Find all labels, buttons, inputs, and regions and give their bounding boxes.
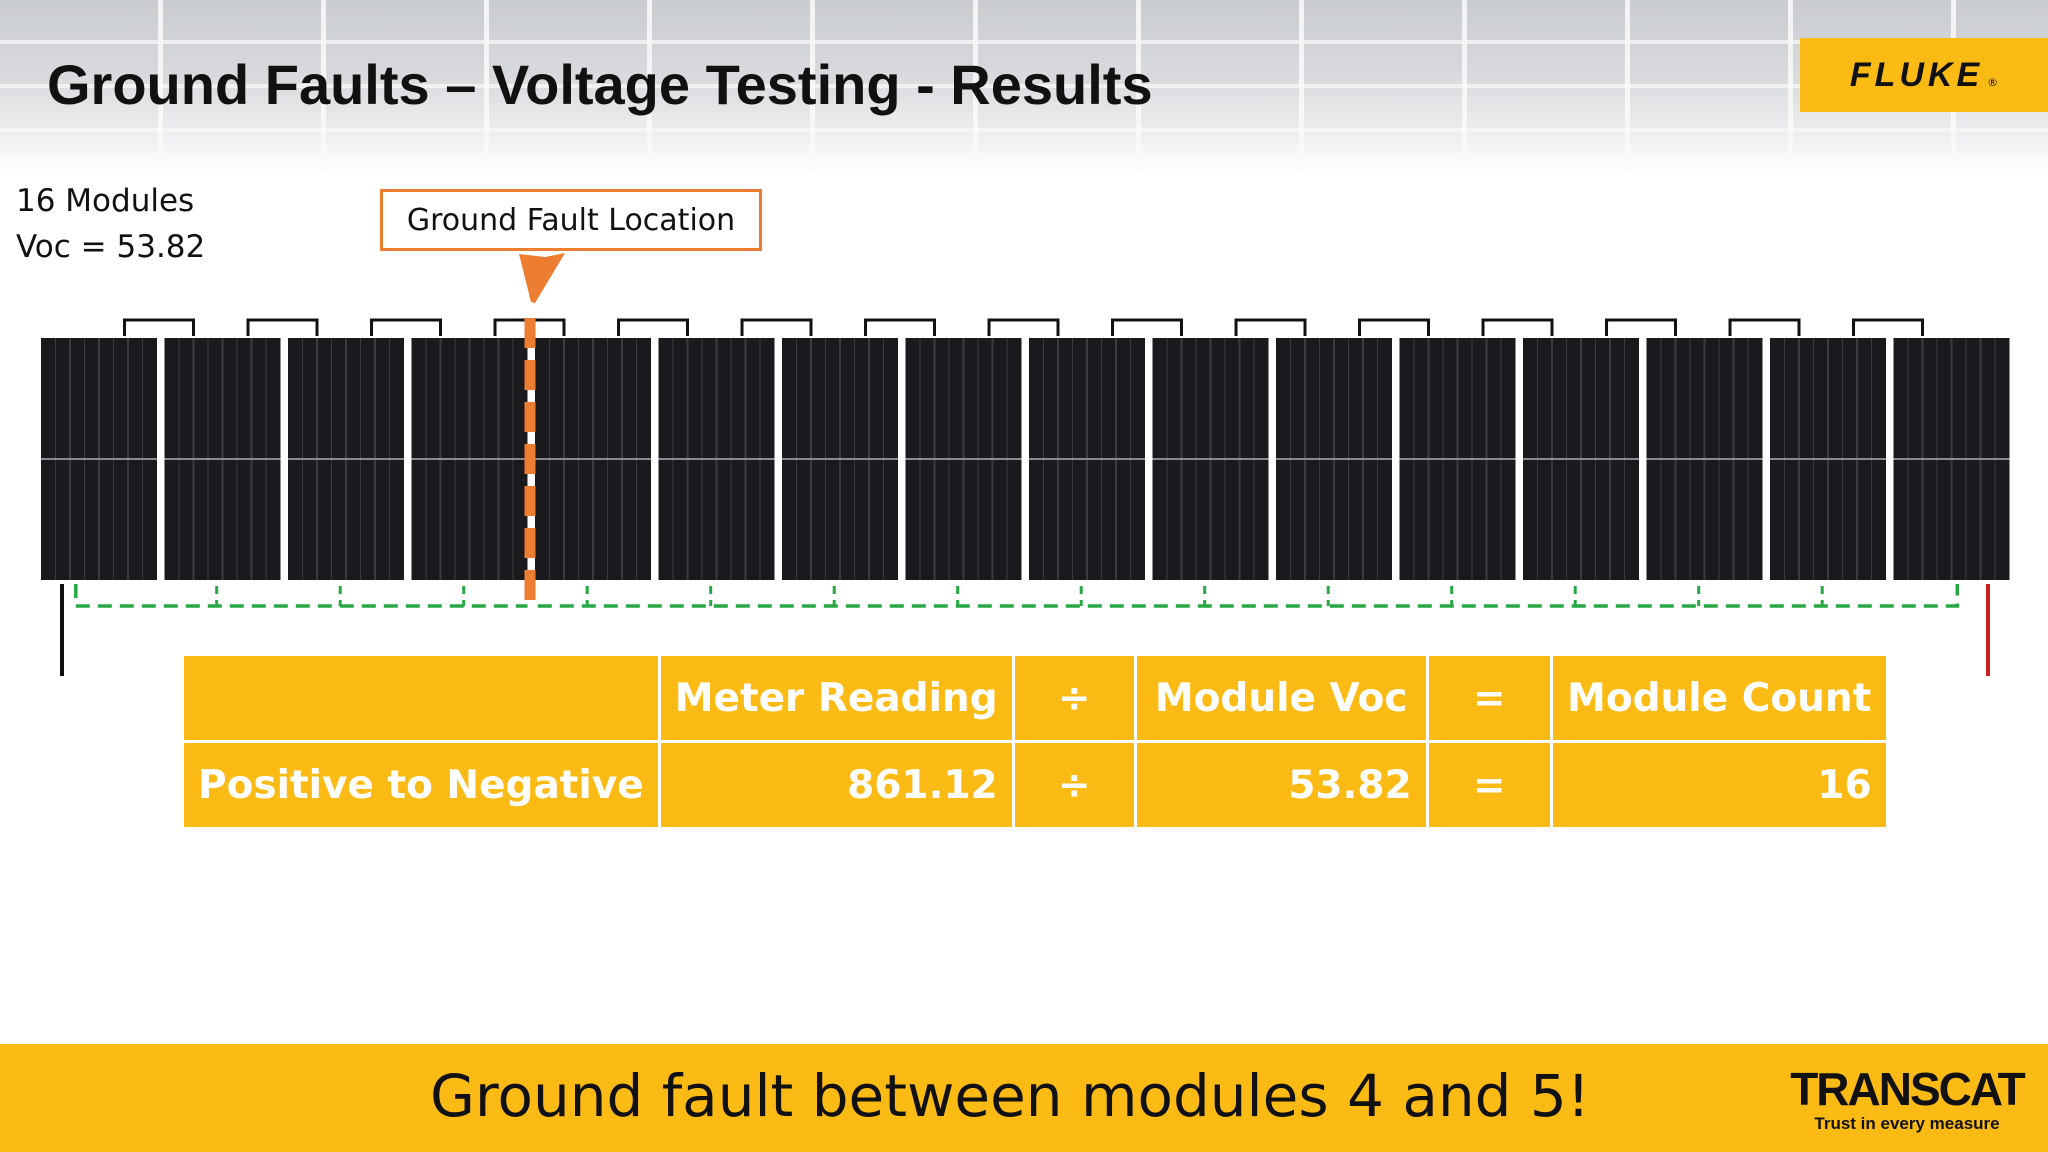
solar-module	[535, 338, 651, 580]
slide-title: Ground Faults – Voltage Testing - Result…	[47, 53, 1153, 116]
series-connector	[1358, 318, 1430, 336]
table-header-row: Meter Reading ÷ Module Voc = Module Coun…	[181, 653, 1889, 743]
solar-module	[1152, 338, 1269, 580]
module-count-value: 16	[1549, 740, 1889, 830]
modules-count-label: 16 Modules	[16, 183, 195, 219]
header-cell-module-count: Module Count	[1549, 653, 1889, 743]
fluke-logo: FLUKE ®	[1800, 38, 2048, 112]
solar-module	[782, 338, 898, 580]
series-connector	[1728, 318, 1801, 336]
series-connector	[1111, 318, 1183, 336]
divide-operator: ÷	[1011, 740, 1137, 830]
header-cell-divide: ÷	[1011, 653, 1137, 743]
series-connector	[987, 318, 1060, 336]
string-info: 16 Modules Voc = 53.82	[16, 178, 205, 270]
header-cell-meter-reading: Meter Reading	[657, 653, 1015, 743]
series-connector	[1481, 318, 1554, 336]
module-array	[41, 338, 2010, 580]
series-connector	[1852, 318, 1924, 336]
module-voc-value: 53.82	[1133, 740, 1429, 830]
fluke-logo-mark: ®	[1987, 75, 1999, 89]
fault-arrow-icon	[519, 253, 565, 303]
header-cell-module-voc: Module Voc	[1133, 653, 1429, 743]
transcat-logo-tagline: Trust in every measure	[1814, 1114, 2000, 1133]
series-connector	[864, 318, 936, 336]
solar-module	[1029, 338, 1145, 580]
measurement-path	[74, 584, 1960, 608]
transcat-logo: TRANSCAT Trust in every measure	[1782, 1064, 2032, 1140]
solar-module	[1770, 338, 1886, 580]
solar-module	[41, 338, 157, 580]
meter-reading-value: 861.12	[657, 740, 1015, 830]
transcat-logo-name: TRANSCAT	[1790, 1063, 2026, 1115]
series-connectors	[123, 318, 1924, 336]
solar-module	[905, 338, 1022, 580]
solar-module	[411, 338, 528, 580]
solar-module	[1276, 338, 1392, 580]
footer-bar	[0, 1044, 2048, 1152]
ground-fault-callout: Ground Fault Location	[380, 189, 762, 251]
results-table: Meter Reading ÷ Module Voc = Module Coun…	[181, 653, 1889, 830]
series-connector	[123, 318, 195, 336]
series-connector	[370, 318, 442, 336]
voc-label: Voc = 53.82	[16, 229, 206, 265]
table-row: Positive to Negative 861.12 ÷ 53.82 = 16	[181, 740, 1889, 830]
header-cell-label	[181, 653, 661, 743]
solar-module	[164, 338, 281, 580]
series-connector	[1234, 318, 1307, 336]
solar-module	[1893, 338, 2010, 580]
series-connector	[246, 318, 319, 336]
equals-operator: =	[1425, 740, 1553, 830]
solar-module	[1646, 338, 1763, 580]
solar-module	[1399, 338, 1516, 580]
header-banner	[0, 0, 2048, 172]
row-label: Positive to Negative	[181, 740, 661, 830]
series-connector	[1605, 318, 1677, 336]
conclusion-text: Ground fault between modules 4 and 5!	[429, 1062, 1591, 1130]
fluke-logo-text: FLUKE	[1849, 55, 1984, 94]
solar-module	[1523, 338, 1639, 580]
solar-module	[288, 338, 404, 580]
solar-module	[658, 338, 775, 580]
series-connector	[617, 318, 689, 336]
header-cell-equals: =	[1425, 653, 1553, 743]
series-connector	[740, 318, 813, 336]
